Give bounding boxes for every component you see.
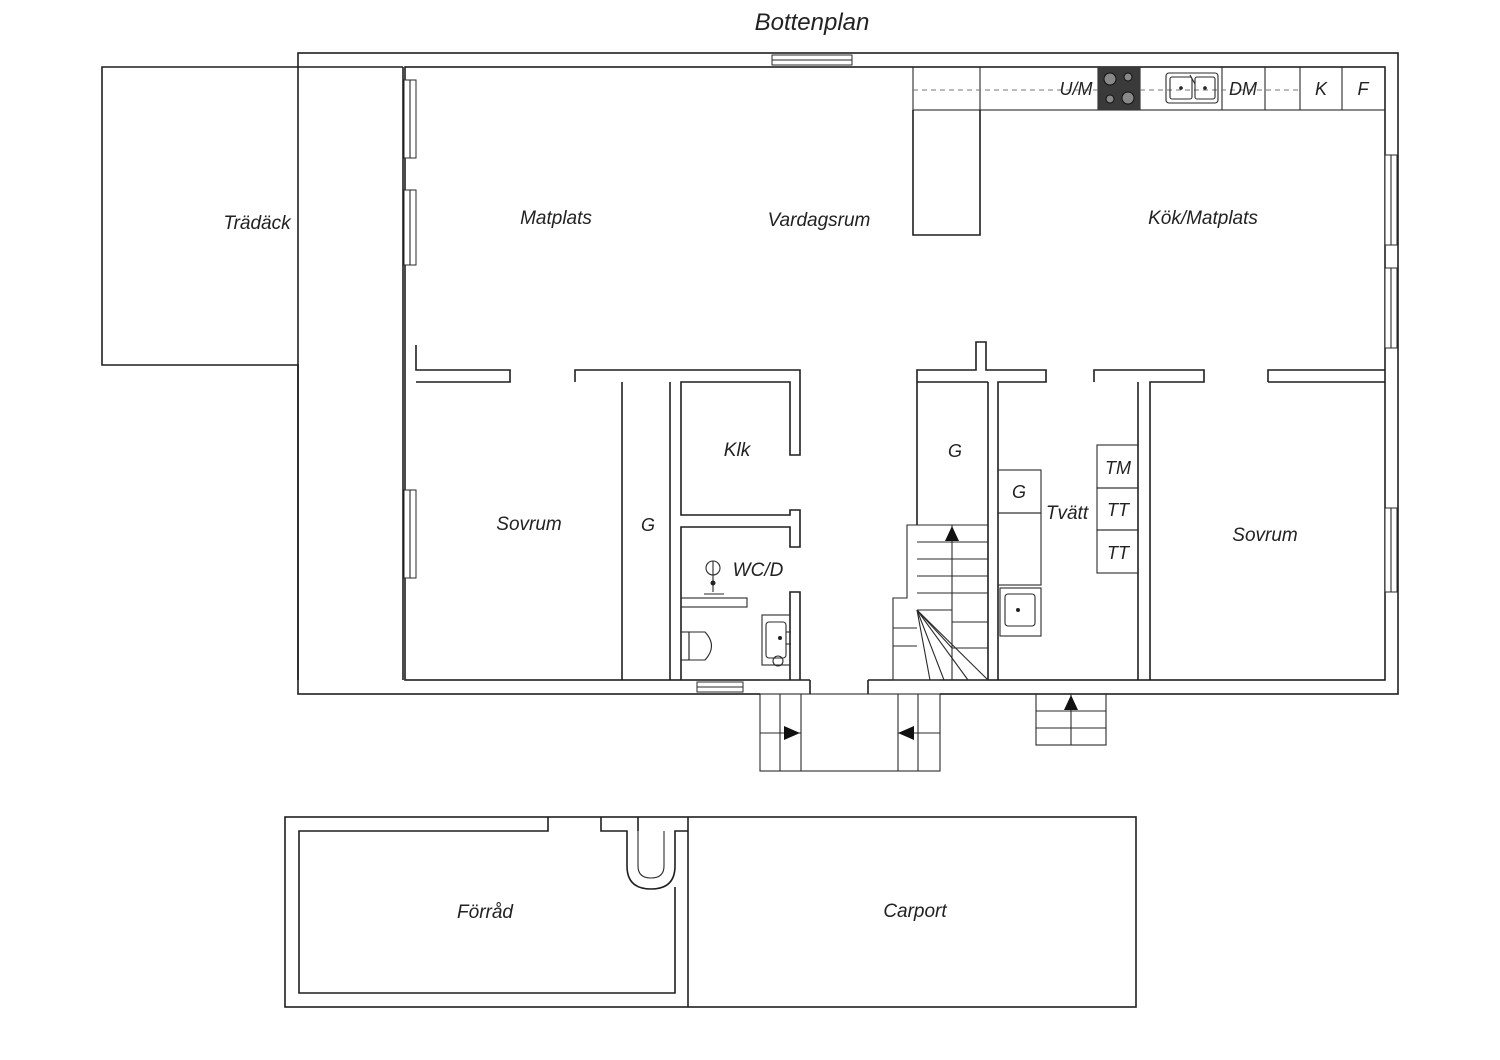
room-label-tvatt: Tvätt bbox=[1046, 503, 1089, 524]
fixture-label-tt-1: TT bbox=[1107, 500, 1131, 520]
entrance-arrow-left-icon bbox=[784, 726, 800, 740]
fixture-label-tt-2: TT bbox=[1107, 543, 1131, 563]
interior-walls bbox=[415, 341, 1385, 680]
plan-title: Bottenplan bbox=[755, 9, 870, 36]
indoor-stairs bbox=[892, 524, 989, 681]
fixture-label-dm: DM bbox=[1229, 79, 1257, 99]
toilet-icon bbox=[680, 631, 713, 661]
stove-icon bbox=[1098, 67, 1140, 110]
room-label-klk: Klk bbox=[724, 440, 752, 461]
laundry-sink-icon bbox=[999, 587, 1042, 637]
entrance-arrow-right-icon bbox=[898, 726, 914, 740]
fixture-label-um: U/M bbox=[1060, 79, 1093, 99]
laundry-fixtures bbox=[997, 444, 1139, 586]
room-label-matplats: Matplats bbox=[520, 208, 592, 229]
entrance-steps bbox=[759, 693, 941, 772]
fixture-label-k: K bbox=[1315, 79, 1328, 99]
room-label-carport: Carport bbox=[883, 901, 947, 922]
bath-sink-icon bbox=[761, 614, 791, 667]
fixture-label-f: F bbox=[1358, 79, 1370, 99]
closet-label-hall: G bbox=[948, 441, 962, 461]
stairs-up-arrow-icon bbox=[945, 526, 959, 541]
laundry-entry-arrow-icon bbox=[1064, 695, 1078, 710]
room-label-wcd: WC/D bbox=[733, 560, 784, 581]
outbuilding-walls bbox=[284, 816, 1137, 1008]
shower-icon bbox=[704, 560, 724, 595]
room-label-sovrum-left: Sovrum bbox=[496, 514, 561, 535]
room-label-forrad: Förråd bbox=[457, 902, 514, 923]
windows bbox=[403, 54, 1398, 693]
room-label-vardagsrum: Vardagsrum bbox=[768, 210, 871, 231]
fixture-label-tm: TM bbox=[1105, 458, 1131, 478]
deck-outline bbox=[101, 66, 404, 680]
kitchen-sink-icon bbox=[1165, 72, 1219, 104]
closet-label-left: G bbox=[641, 515, 655, 535]
room-label-kok-matplats: Kök/Matplats bbox=[1148, 208, 1258, 229]
closet-label-tvatt: G bbox=[1012, 482, 1026, 502]
outer-walls bbox=[297, 52, 1399, 695]
room-label-sovrum-right: Sovrum bbox=[1232, 525, 1297, 546]
room-label-tradack: Trädäck bbox=[223, 213, 292, 234]
